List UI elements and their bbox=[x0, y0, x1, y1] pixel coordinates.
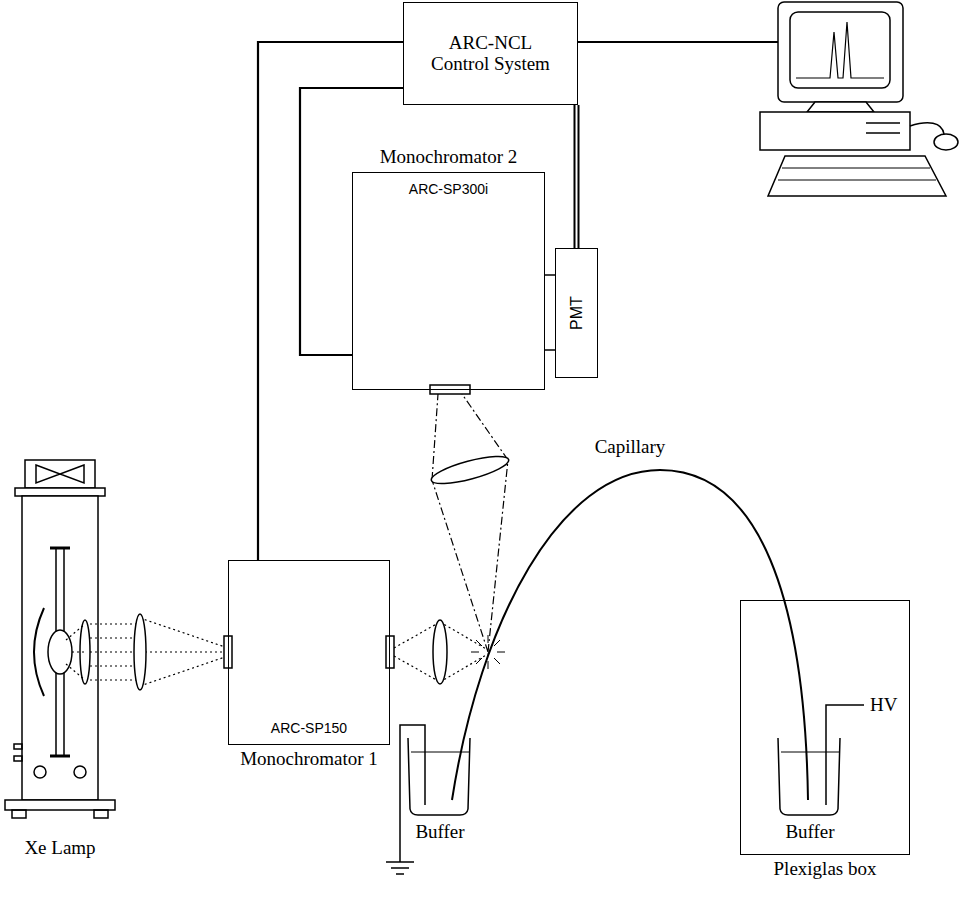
lamp-knob bbox=[74, 766, 86, 778]
excitation-rays bbox=[66, 618, 488, 686]
lamp-connector bbox=[14, 756, 22, 761]
beaker bbox=[408, 738, 470, 815]
buffer-level bbox=[781, 752, 839, 753]
cable-line bbox=[574, 105, 580, 248]
computer-wire bbox=[578, 41, 778, 43]
monochromator-box: ARC-SP150Monochromator 1 bbox=[228, 560, 390, 745]
ray bbox=[66, 624, 85, 680]
monitor-screen bbox=[790, 12, 890, 88]
lamp-cap bbox=[50, 755, 70, 758]
monitor bbox=[778, 2, 903, 102]
focus-burst bbox=[471, 635, 505, 669]
lens bbox=[134, 614, 146, 690]
box-heading: Plexiglas box bbox=[774, 858, 877, 880]
pmt-box: PMT bbox=[555, 248, 598, 378]
spectrum-trace bbox=[796, 22, 884, 78]
model-name: ARC-SP150 bbox=[271, 720, 347, 736]
exit-slit bbox=[386, 636, 394, 668]
fan-housing bbox=[25, 460, 95, 488]
key-row bbox=[778, 180, 936, 181]
pmt-mount bbox=[545, 274, 555, 276]
collection-lens bbox=[429, 451, 511, 489]
box-heading: Monochromator 1 bbox=[240, 748, 378, 770]
lamp-bulb bbox=[48, 630, 72, 674]
part-label: Capillary bbox=[595, 436, 666, 458]
lamp-connector bbox=[14, 744, 22, 749]
mouse-cable bbox=[910, 123, 944, 134]
capillary bbox=[452, 470, 808, 800]
keyboard bbox=[768, 156, 946, 196]
lamp-knob bbox=[34, 766, 46, 778]
beaker bbox=[778, 738, 840, 815]
box-heading: Monochromator 2 bbox=[380, 146, 518, 168]
lamp-foot bbox=[94, 810, 108, 818]
hv-wire bbox=[826, 705, 864, 805]
ray bbox=[140, 618, 228, 686]
monitor-stand bbox=[807, 102, 874, 112]
lamp-lens bbox=[80, 620, 90, 684]
lamp-top-plate bbox=[15, 488, 105, 496]
mouse bbox=[934, 134, 958, 150]
computer-unit bbox=[760, 112, 910, 150]
model-name: ARC-SP300i bbox=[409, 181, 488, 197]
box-title: ARC-NCL Control System bbox=[426, 32, 556, 76]
lamp-foot bbox=[12, 810, 26, 818]
lamp-base bbox=[5, 800, 115, 810]
control-cable bbox=[258, 42, 403, 560]
pmt-mount bbox=[545, 349, 555, 351]
ground-symbol bbox=[386, 862, 414, 874]
lamp-cap bbox=[50, 547, 70, 550]
box-title: PMT bbox=[567, 296, 585, 330]
ray bbox=[90, 624, 140, 680]
part-label: Buffer bbox=[785, 821, 834, 843]
key-row bbox=[782, 168, 930, 169]
drive-slot bbox=[866, 122, 900, 124]
control-cable bbox=[576, 105, 577, 248]
emission-rays bbox=[432, 394, 508, 652]
lamp-reflector bbox=[34, 608, 44, 696]
control-system-box: ARC-NCL Control System bbox=[403, 2, 578, 105]
enclosure-box: Plexiglas box bbox=[740, 600, 910, 855]
part-label: Xe Lamp bbox=[24, 837, 95, 859]
lamp-housing bbox=[22, 496, 98, 800]
fan-symbol bbox=[36, 465, 84, 483]
part-label: Buffer bbox=[415, 821, 464, 843]
buffer-level bbox=[411, 752, 469, 753]
monochromator-box: Monochromator 2ARC-SP300i bbox=[352, 172, 545, 390]
cable-gap bbox=[576, 105, 578, 248]
drive-slot bbox=[866, 132, 900, 134]
ray bbox=[432, 460, 508, 652]
cable-line bbox=[258, 42, 403, 560]
lens bbox=[433, 620, 447, 684]
signal-name: HV bbox=[870, 694, 897, 716]
